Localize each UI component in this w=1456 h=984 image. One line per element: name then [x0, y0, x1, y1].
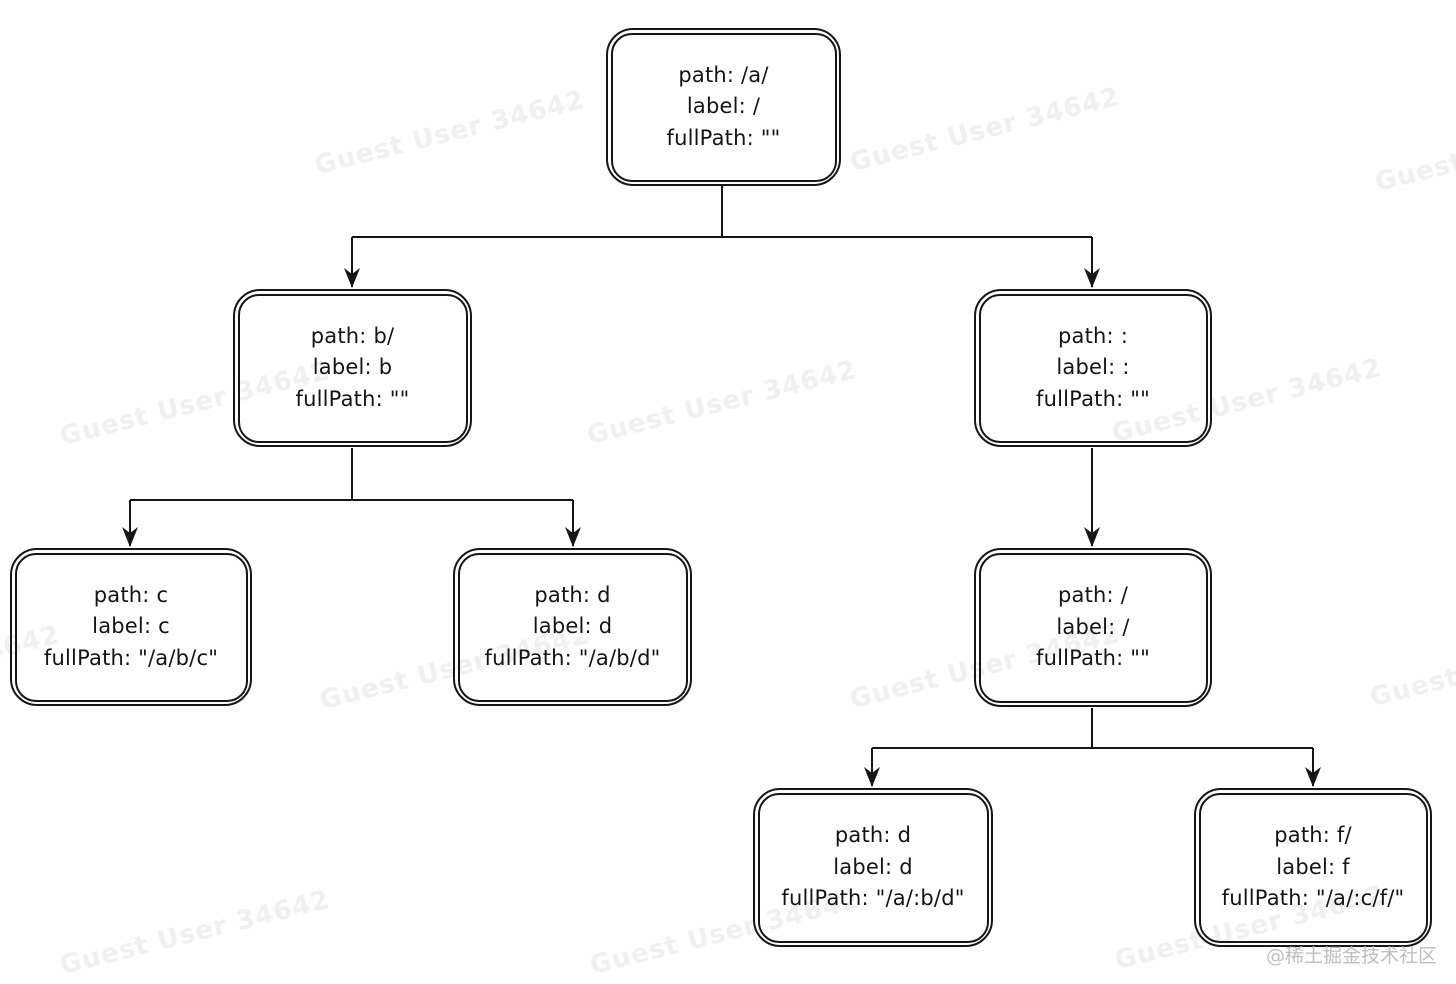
site-credit-watermark: @稀土掘金技术社区 [1266, 945, 1438, 967]
node-label-line: label: d [532, 614, 613, 639]
node-fullpath-line: fullPath: "/a/:c/f/" [1221, 886, 1405, 911]
node-path-line: path: f/ [1274, 823, 1352, 848]
node-fullpath-line: fullPath: "/a/b/c" [43, 645, 219, 670]
tree-node-d2: path: d label: d fullPath: "/a/:b/d" [753, 788, 993, 947]
node-label-line: label: d [833, 854, 913, 879]
node-label-line: label: b [312, 355, 393, 380]
node-path-line: path: d [834, 823, 912, 848]
node-fullpath-line: fullPath: "" [295, 386, 410, 411]
node-label-line: label: f [1276, 854, 1350, 879]
node-fullpath-line: fullPath: "" [1036, 386, 1150, 411]
node-label-line: label: / [1056, 614, 1130, 639]
tree-node-param: path: : label: : fullPath: "" [974, 289, 1212, 447]
tree-node-c: path: c label: c fullPath: "/a/b/c" [10, 548, 252, 706]
tree-node-b: path: b/ label: b fullPath: "" [233, 289, 472, 447]
node-fullpath-line: fullPath: "/a/b/d" [484, 645, 661, 670]
node-path-line: path: / [1058, 583, 1128, 608]
node-path-line: path: c [93, 582, 169, 607]
node-path-line: path: : [1058, 323, 1128, 348]
node-path-line: path: b/ [310, 323, 395, 348]
node-label-line: label: / [686, 94, 761, 119]
node-fullpath-line: fullPath: "" [666, 125, 781, 150]
tree-node-f: path: f/ label: f fullPath: "/a/:c/f/" [1194, 788, 1432, 947]
node-label-line: label: c [92, 614, 170, 639]
tree-node-root: path: /a/ label: / fullPath: "" [606, 28, 841, 186]
node-path-line: path: d [534, 582, 611, 607]
node-fullpath-line: fullPath: "/a/:b/d" [781, 886, 965, 911]
tree-node-slash: path: / label: / fullPath: "" [974, 548, 1212, 707]
node-label-line: label: : [1056, 355, 1130, 380]
node-fullpath-line: fullPath: "" [1036, 646, 1150, 671]
node-path-line: path: /a/ [678, 62, 769, 87]
tree-node-d: path: d label: d fullPath: "/a/b/d" [453, 548, 692, 706]
